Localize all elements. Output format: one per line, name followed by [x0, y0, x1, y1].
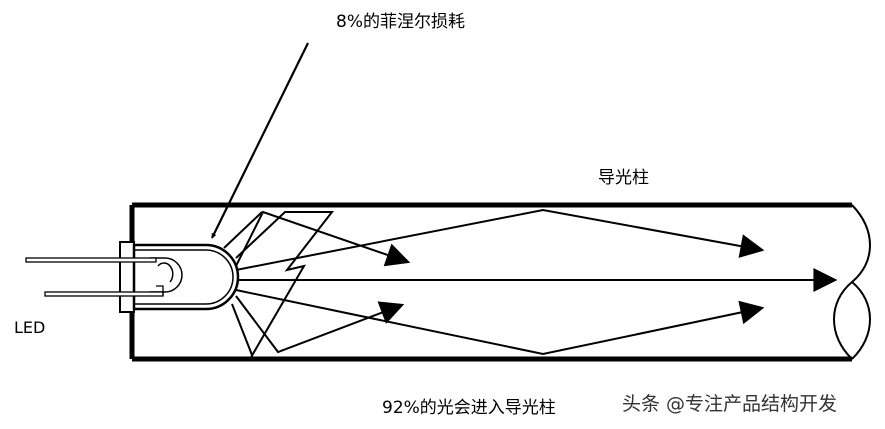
light-pipe: [129, 202, 871, 362]
reflected-rays: [223, 211, 335, 360]
fresnel-pointer-arrow: [211, 42, 309, 239]
transmitted-light-label: 92%的光会进入导光柱: [382, 398, 556, 418]
transmitted-rays: [235, 208, 838, 356]
watermark: 头条 @专注产品结构开发: [622, 393, 838, 415]
light-pipe-label: 导光柱: [598, 168, 649, 188]
led-component: [25, 241, 240, 313]
led-label: LED: [14, 318, 46, 337]
fresnel-loss-label: 8%的菲涅尔损耗: [336, 12, 465, 32]
